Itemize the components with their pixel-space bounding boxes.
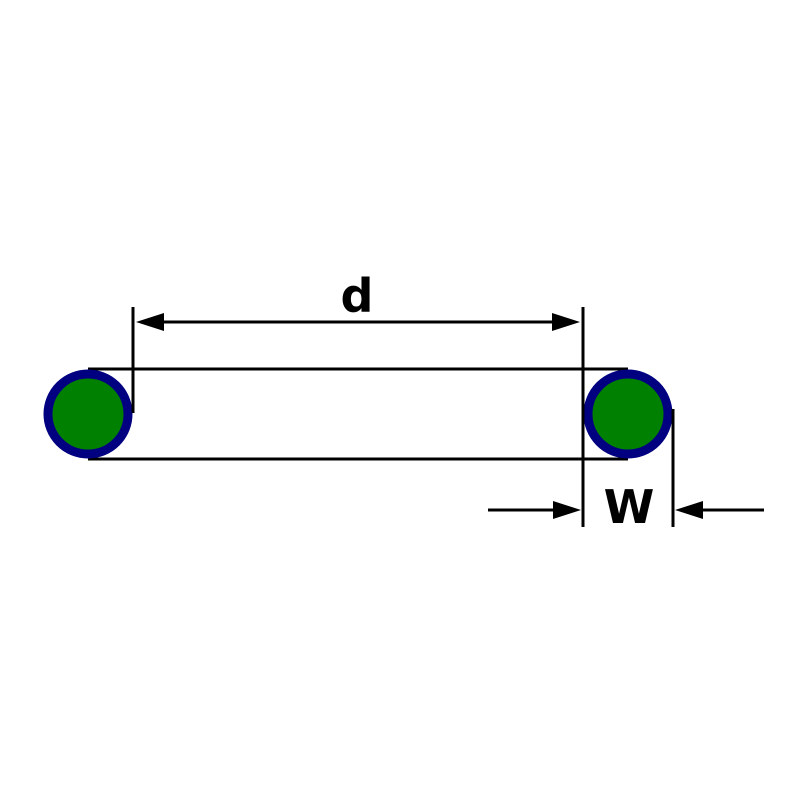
w-dimension-label: W bbox=[604, 480, 655, 534]
d-dimension-label: d bbox=[341, 269, 374, 323]
w-arrowhead-right-icon bbox=[675, 501, 703, 519]
w-arrowhead-left-icon bbox=[553, 501, 581, 519]
d-arrowhead-right-icon bbox=[552, 313, 580, 331]
left-cross-section-circle bbox=[43, 369, 133, 459]
right-cross-section-circle bbox=[583, 369, 673, 459]
d-arrowhead-left-icon bbox=[136, 313, 164, 331]
